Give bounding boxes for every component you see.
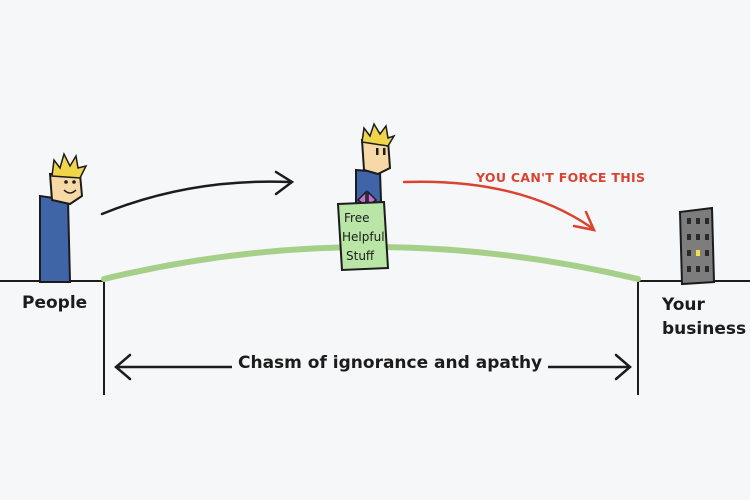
business-label-line-2: business	[662, 319, 747, 339]
black-arrow	[100, 170, 295, 216]
people-label: People	[22, 293, 88, 313]
business-label-line-1: Your	[662, 295, 705, 315]
person-icon	[39, 151, 88, 283]
gift-sign-icon: Free Helpful Stuff	[336, 190, 390, 272]
business-label: Your business	[662, 293, 746, 341]
office-building-icon	[678, 206, 716, 286]
chasm-label: Chasm of ignorance and apathy	[232, 353, 549, 374]
sign-line-1: Free	[344, 211, 369, 225]
sign-line-3: Stuff	[346, 249, 375, 263]
force-label: YOU CAN'T FORCE THIS	[476, 170, 646, 185]
sign-line-2: Helpful	[342, 230, 385, 244]
force-arrow	[402, 180, 597, 232]
